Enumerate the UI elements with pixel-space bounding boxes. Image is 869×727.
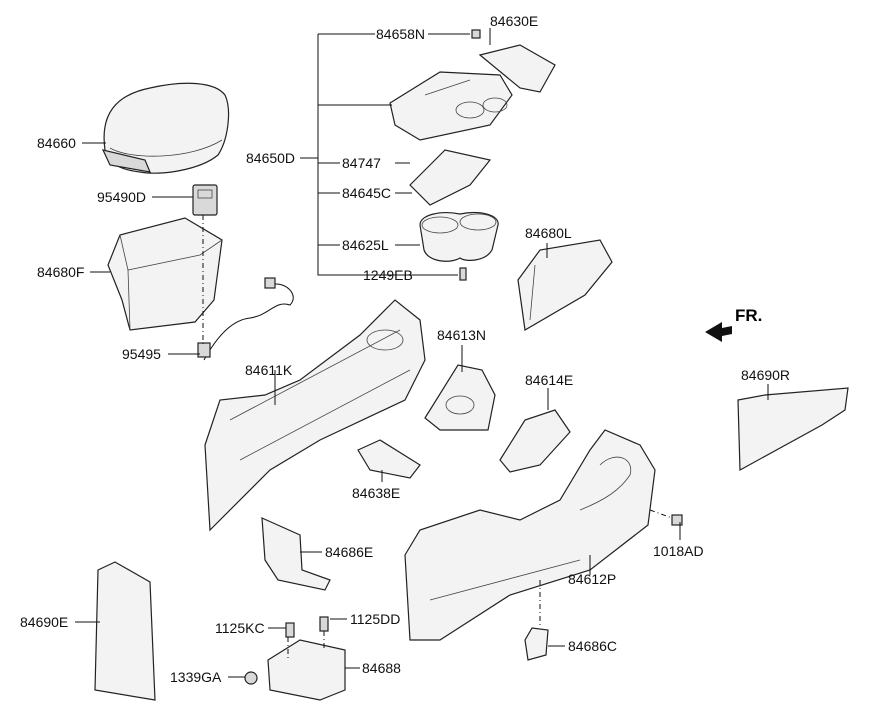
- cup-holder-part: [419, 212, 499, 262]
- side-cover-left-part: [517, 239, 613, 331]
- part-label-1125DD: 1125DD: [350, 611, 401, 627]
- part-label-84614E: 84614E: [525, 372, 574, 388]
- side-panel-part: [204, 299, 426, 532]
- support-bracket-part: [261, 517, 331, 591]
- clip-bracket-part: [524, 627, 549, 661]
- part-label-84612P: 84612P: [568, 571, 617, 587]
- part-label-84686C: 84686C: [568, 638, 618, 654]
- front-direction-label: FR.: [735, 306, 763, 325]
- small-bracket-part: [357, 439, 421, 479]
- lower-console-panel-part: [404, 429, 656, 641]
- part-label-84625L: 84625L: [342, 237, 389, 253]
- part-label-84688: 84688: [362, 660, 401, 676]
- mount-bracket-part: [499, 409, 571, 473]
- alignment-dash-lines: [202, 215, 673, 660]
- part-label-84645C: 84645C: [342, 185, 392, 201]
- part-label-84747: 84747: [342, 155, 381, 171]
- trim-panel-part: [478, 44, 556, 93]
- part-label-1125KC: 1125KC: [215, 620, 265, 636]
- side-trim-right-part: [737, 387, 849, 471]
- rear-bracket-part: [267, 639, 346, 701]
- upper-cover-part: [389, 71, 513, 141]
- part-label-84660: 84660: [37, 135, 76, 151]
- part-label-1339GA: 1339GA: [170, 669, 222, 685]
- usb-cable-part: [197, 277, 294, 361]
- fasteners: [244, 514, 683, 685]
- part-label-84686E: 84686E: [325, 544, 374, 560]
- part-label-1018AD: 1018AD: [653, 543, 704, 559]
- shifter-bezel-part: [424, 364, 496, 431]
- part-label-84680L: 84680L: [525, 225, 572, 241]
- side-trim-lower-part: [94, 561, 156, 701]
- part-label-84630E: 84630E: [490, 13, 539, 29]
- leader-lines: [75, 28, 769, 678]
- clip-part: [471, 29, 481, 39]
- screw-part: [459, 267, 467, 281]
- armrest-lid-part: [101, 82, 230, 174]
- switch-module-part: [192, 184, 218, 216]
- part-label-84658N: 84658N: [376, 26, 426, 42]
- part-label-1249EB: 1249EB: [363, 267, 413, 283]
- bracket-part: [409, 149, 492, 206]
- part-label-95495: 95495: [122, 346, 161, 362]
- part-label-84650D: 84650D: [246, 150, 296, 166]
- part-label-84690R: 84690R: [741, 367, 791, 383]
- part-label-95490D: 95490D: [97, 189, 147, 205]
- front-direction-arrow-icon: [705, 322, 732, 342]
- part-label-84613N: 84613N: [437, 327, 487, 343]
- part-label-84638E: 84638E: [352, 485, 401, 501]
- part-label-84680F: 84680F: [37, 264, 85, 280]
- part-label-84611K: 84611K: [245, 362, 293, 378]
- part-label-84690E: 84690E: [20, 614, 69, 630]
- console-box-part: [107, 217, 223, 331]
